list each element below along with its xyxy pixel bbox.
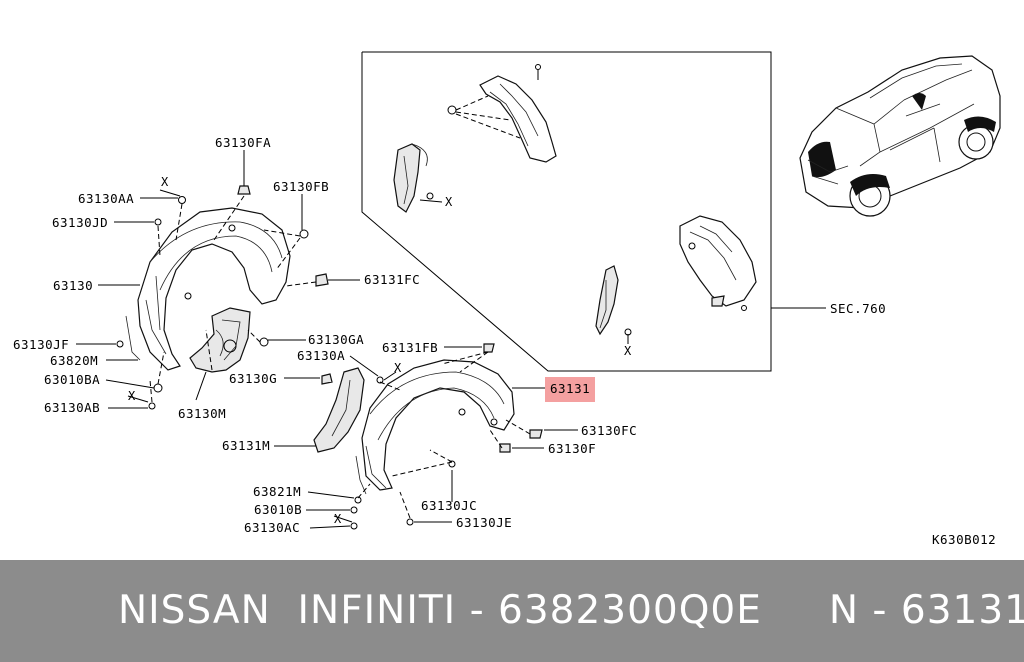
exploded-parts-diagram: X X SEC.760 xyxy=(13,51,1001,547)
label-63130FC: 63130FC xyxy=(581,423,637,438)
label-63130AA: 63130AA xyxy=(78,191,134,206)
inset-detail-outline xyxy=(361,51,772,372)
label-63010BA: 63010BA xyxy=(44,372,100,387)
label-63130JE: 63130JE xyxy=(456,515,512,530)
label-63010B: 63010B xyxy=(254,502,302,517)
part-number-caption: NISSAN INFINITI - 6382300Q0E N - 63131 xyxy=(118,588,1024,633)
label-63131FB: 63131FB xyxy=(382,340,438,355)
label-63821M: 63821M xyxy=(253,484,301,499)
x-mark-63130AC: X xyxy=(334,512,342,526)
x-mark-63130A: X xyxy=(394,361,402,375)
label-63130M: 63130M xyxy=(178,406,226,421)
bracket-63131M xyxy=(313,367,365,453)
label-63130JF: 63130JF xyxy=(13,337,69,352)
label-63130JC: 63130JC xyxy=(421,498,477,513)
label-63130AB: 63130AB xyxy=(44,400,100,415)
fender-liner-63130 xyxy=(137,207,291,371)
label-63131FC: 63131FC xyxy=(364,272,420,287)
vehicle-illustration xyxy=(799,55,1001,217)
inset-bracket-left: X xyxy=(393,143,453,213)
label-63131M: 63131M xyxy=(222,438,270,453)
part-number-banner: NISSAN INFINITI - 6382300Q0E N - 63131 xyxy=(0,560,1024,662)
fasteners-right xyxy=(321,343,543,530)
section-ref-label: SEC.760 xyxy=(830,301,886,316)
label-63130FB: 63130FB xyxy=(273,179,329,194)
label-63130FA: 63130FA xyxy=(215,135,271,150)
bracket-63130M xyxy=(189,307,251,373)
label-63130A: 63130A xyxy=(297,348,345,363)
drawing-code: K630B012 xyxy=(932,532,996,547)
inset-x-mark-2: X xyxy=(624,344,632,358)
inset-splash-guard-lower xyxy=(679,215,757,311)
attachment-lines-right xyxy=(357,351,531,519)
fender-liner-63131 xyxy=(361,359,515,491)
highlight-63131 xyxy=(545,377,595,402)
label-63130G: 63130G xyxy=(229,371,277,386)
label-63131: 63131 xyxy=(550,381,590,396)
label-63130: 63130 xyxy=(53,278,93,293)
leader-lines xyxy=(76,150,578,529)
inset-bracket-right: X xyxy=(595,265,632,358)
x-mark-63130AA: X xyxy=(161,175,169,189)
x-mark-63130AB: X xyxy=(128,389,136,403)
inset-x-mark-1: X xyxy=(445,195,453,209)
label-63130AC: 63130AC xyxy=(244,520,300,535)
label-63130JD: 63130JD xyxy=(52,215,108,230)
label-63130F: 63130F xyxy=(548,441,596,456)
label-63820M: 63820M xyxy=(50,353,98,368)
attachment-lines-left xyxy=(149,195,317,403)
label-63130GA: 63130GA xyxy=(308,332,364,347)
inset-splash-guard-upper xyxy=(447,64,557,163)
